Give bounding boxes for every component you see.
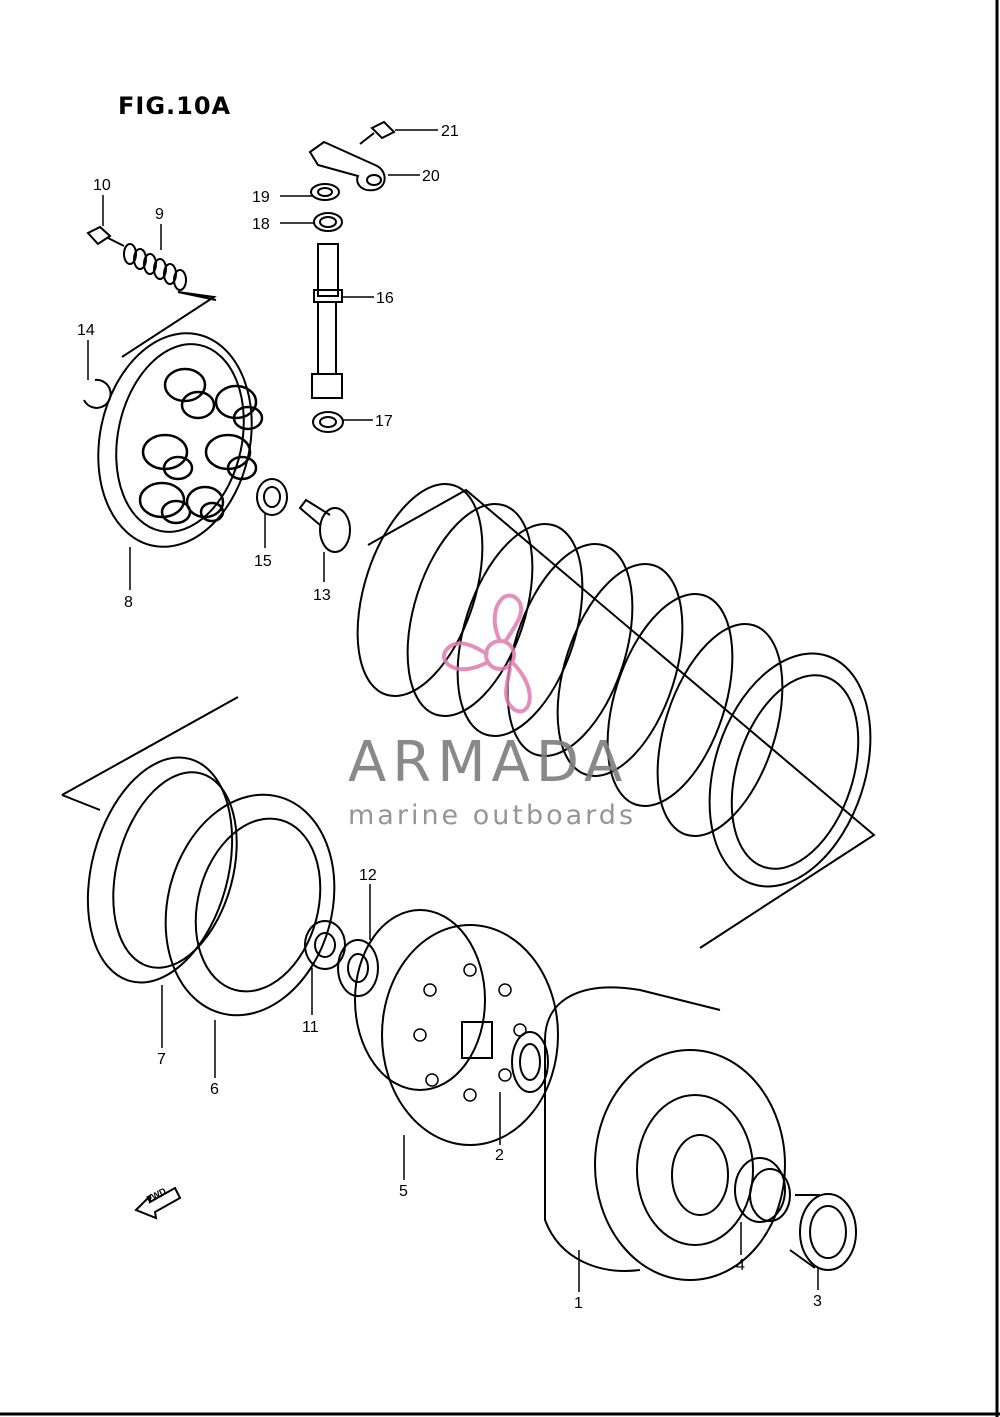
group-outline-front bbox=[61, 696, 239, 796]
needle-bearing-4 bbox=[734, 1157, 791, 1223]
pressure-plate bbox=[97, 332, 264, 548]
washer-12 bbox=[337, 939, 379, 997]
callout-13: 13 bbox=[313, 587, 331, 604]
sleeve-hub-5 bbox=[354, 909, 559, 1146]
nut-11 bbox=[304, 920, 346, 970]
callout-numbers: 21 20 10 19 9 18 16 14 17 15 13 8 12 11 … bbox=[77, 123, 822, 1312]
callout-10: 10 bbox=[93, 177, 111, 194]
shaft-16 bbox=[311, 243, 343, 399]
release-pin-13 bbox=[298, 498, 351, 553]
callout-6: 6 bbox=[210, 1081, 219, 1098]
bearing-15 bbox=[256, 478, 288, 516]
bearing-17 bbox=[312, 411, 344, 433]
callout-5: 5 bbox=[399, 1183, 408, 1200]
callout-19: 19 bbox=[252, 189, 270, 206]
friction-plate-7 bbox=[86, 756, 238, 984]
callout-1: 1 bbox=[574, 1295, 583, 1312]
callout-21: 21 bbox=[441, 123, 459, 140]
watermark-brand: ARMADA bbox=[348, 730, 629, 795]
clutch-plate-stack bbox=[356, 483, 876, 949]
spacer-3 bbox=[789, 1193, 857, 1271]
spring-9 bbox=[123, 243, 187, 291]
bolt-21 bbox=[359, 120, 396, 145]
figure-title: FIG.10A bbox=[118, 92, 232, 120]
callout-14: 14 bbox=[77, 322, 95, 339]
steel-plate-6 bbox=[164, 793, 336, 1017]
clutch-housing-1 bbox=[544, 986, 786, 1281]
callout-9: 9 bbox=[155, 206, 164, 223]
bolt-10 bbox=[86, 225, 125, 247]
callout-11: 11 bbox=[302, 1019, 319, 1036]
thrust-washer-2 bbox=[511, 1031, 549, 1093]
seal-19 bbox=[310, 183, 340, 201]
circlip-14 bbox=[83, 378, 112, 409]
callout-20: 20 bbox=[422, 168, 440, 185]
watermark-tagline: marine outboards bbox=[348, 800, 637, 831]
lever-20 bbox=[308, 140, 386, 192]
callout-15: 15 bbox=[254, 553, 272, 570]
bearing-18 bbox=[313, 212, 343, 232]
callout-7: 7 bbox=[157, 1051, 166, 1068]
callout-4: 4 bbox=[736, 1257, 745, 1274]
callout-12: 12 bbox=[359, 867, 377, 884]
callout-3: 3 bbox=[813, 1293, 822, 1310]
propeller-logo bbox=[442, 593, 532, 714]
fwd-arrow-icon bbox=[134, 1186, 182, 1220]
callout-2: 2 bbox=[495, 1147, 504, 1164]
callout-8: 8 bbox=[124, 594, 133, 611]
callout-17: 17 bbox=[375, 413, 393, 430]
group-outline-top bbox=[121, 291, 217, 358]
leader-lines bbox=[87, 129, 819, 1292]
callout-18: 18 bbox=[252, 216, 270, 233]
group-outline-front-side bbox=[61, 794, 101, 811]
callout-16: 16 bbox=[376, 290, 394, 307]
